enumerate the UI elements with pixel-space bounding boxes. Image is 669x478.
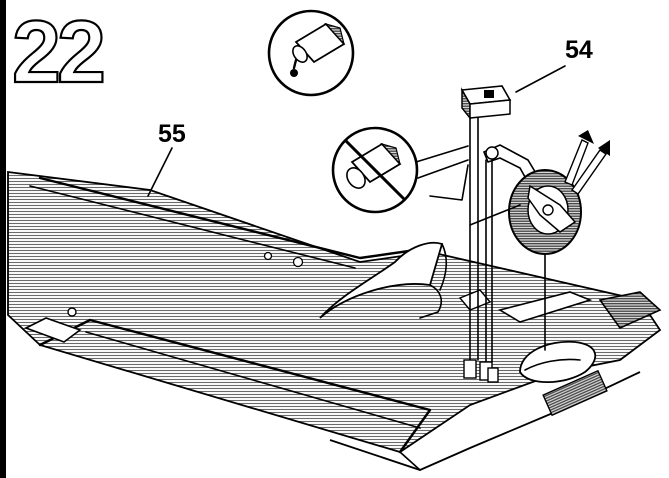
- root-tab: [23, 317, 82, 343]
- wheel-well-fairing: [319, 241, 662, 383]
- part-label-55: 55: [158, 120, 186, 148]
- gear-bay-opening: [519, 340, 596, 383]
- landing-gear-strut: [463, 111, 610, 383]
- aileron-slot: [542, 369, 608, 417]
- step-number: 22: [12, 2, 103, 101]
- leader-55: [147, 147, 173, 197]
- leader-54: [515, 65, 566, 93]
- glue-tube-icon: [267, 9, 355, 97]
- part-label-54: 54: [565, 36, 593, 64]
- no-glue-icon: [331, 126, 419, 214]
- no-glue-pointer: [415, 145, 469, 201]
- gear-door-block: [460, 85, 512, 121]
- page-edge-bar: [0, 0, 6, 478]
